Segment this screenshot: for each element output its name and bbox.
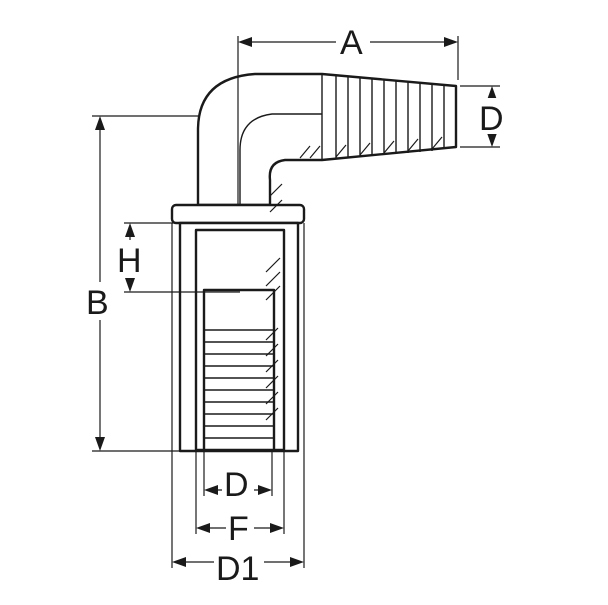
label-h: H (117, 242, 142, 280)
upper-barbs (321, 74, 445, 160)
dimension-a (237, 36, 459, 205)
label-d-top: D (479, 100, 504, 138)
arm-hatching (269, 136, 443, 213)
elbow-arm (196, 72, 458, 207)
elbow-fitting (170, 72, 458, 453)
label-d-bottom: D (224, 466, 249, 504)
dimension-d-bottom (203, 451, 273, 496)
lower-tail (202, 288, 276, 452)
label-a: A (340, 24, 363, 62)
label-b: B (86, 284, 109, 322)
elbow-inner-line (239, 113, 322, 205)
label-f: F (228, 510, 249, 548)
flange (170, 203, 306, 225)
label-d1: D1 (216, 550, 259, 588)
lower-barbs (204, 289, 274, 439)
